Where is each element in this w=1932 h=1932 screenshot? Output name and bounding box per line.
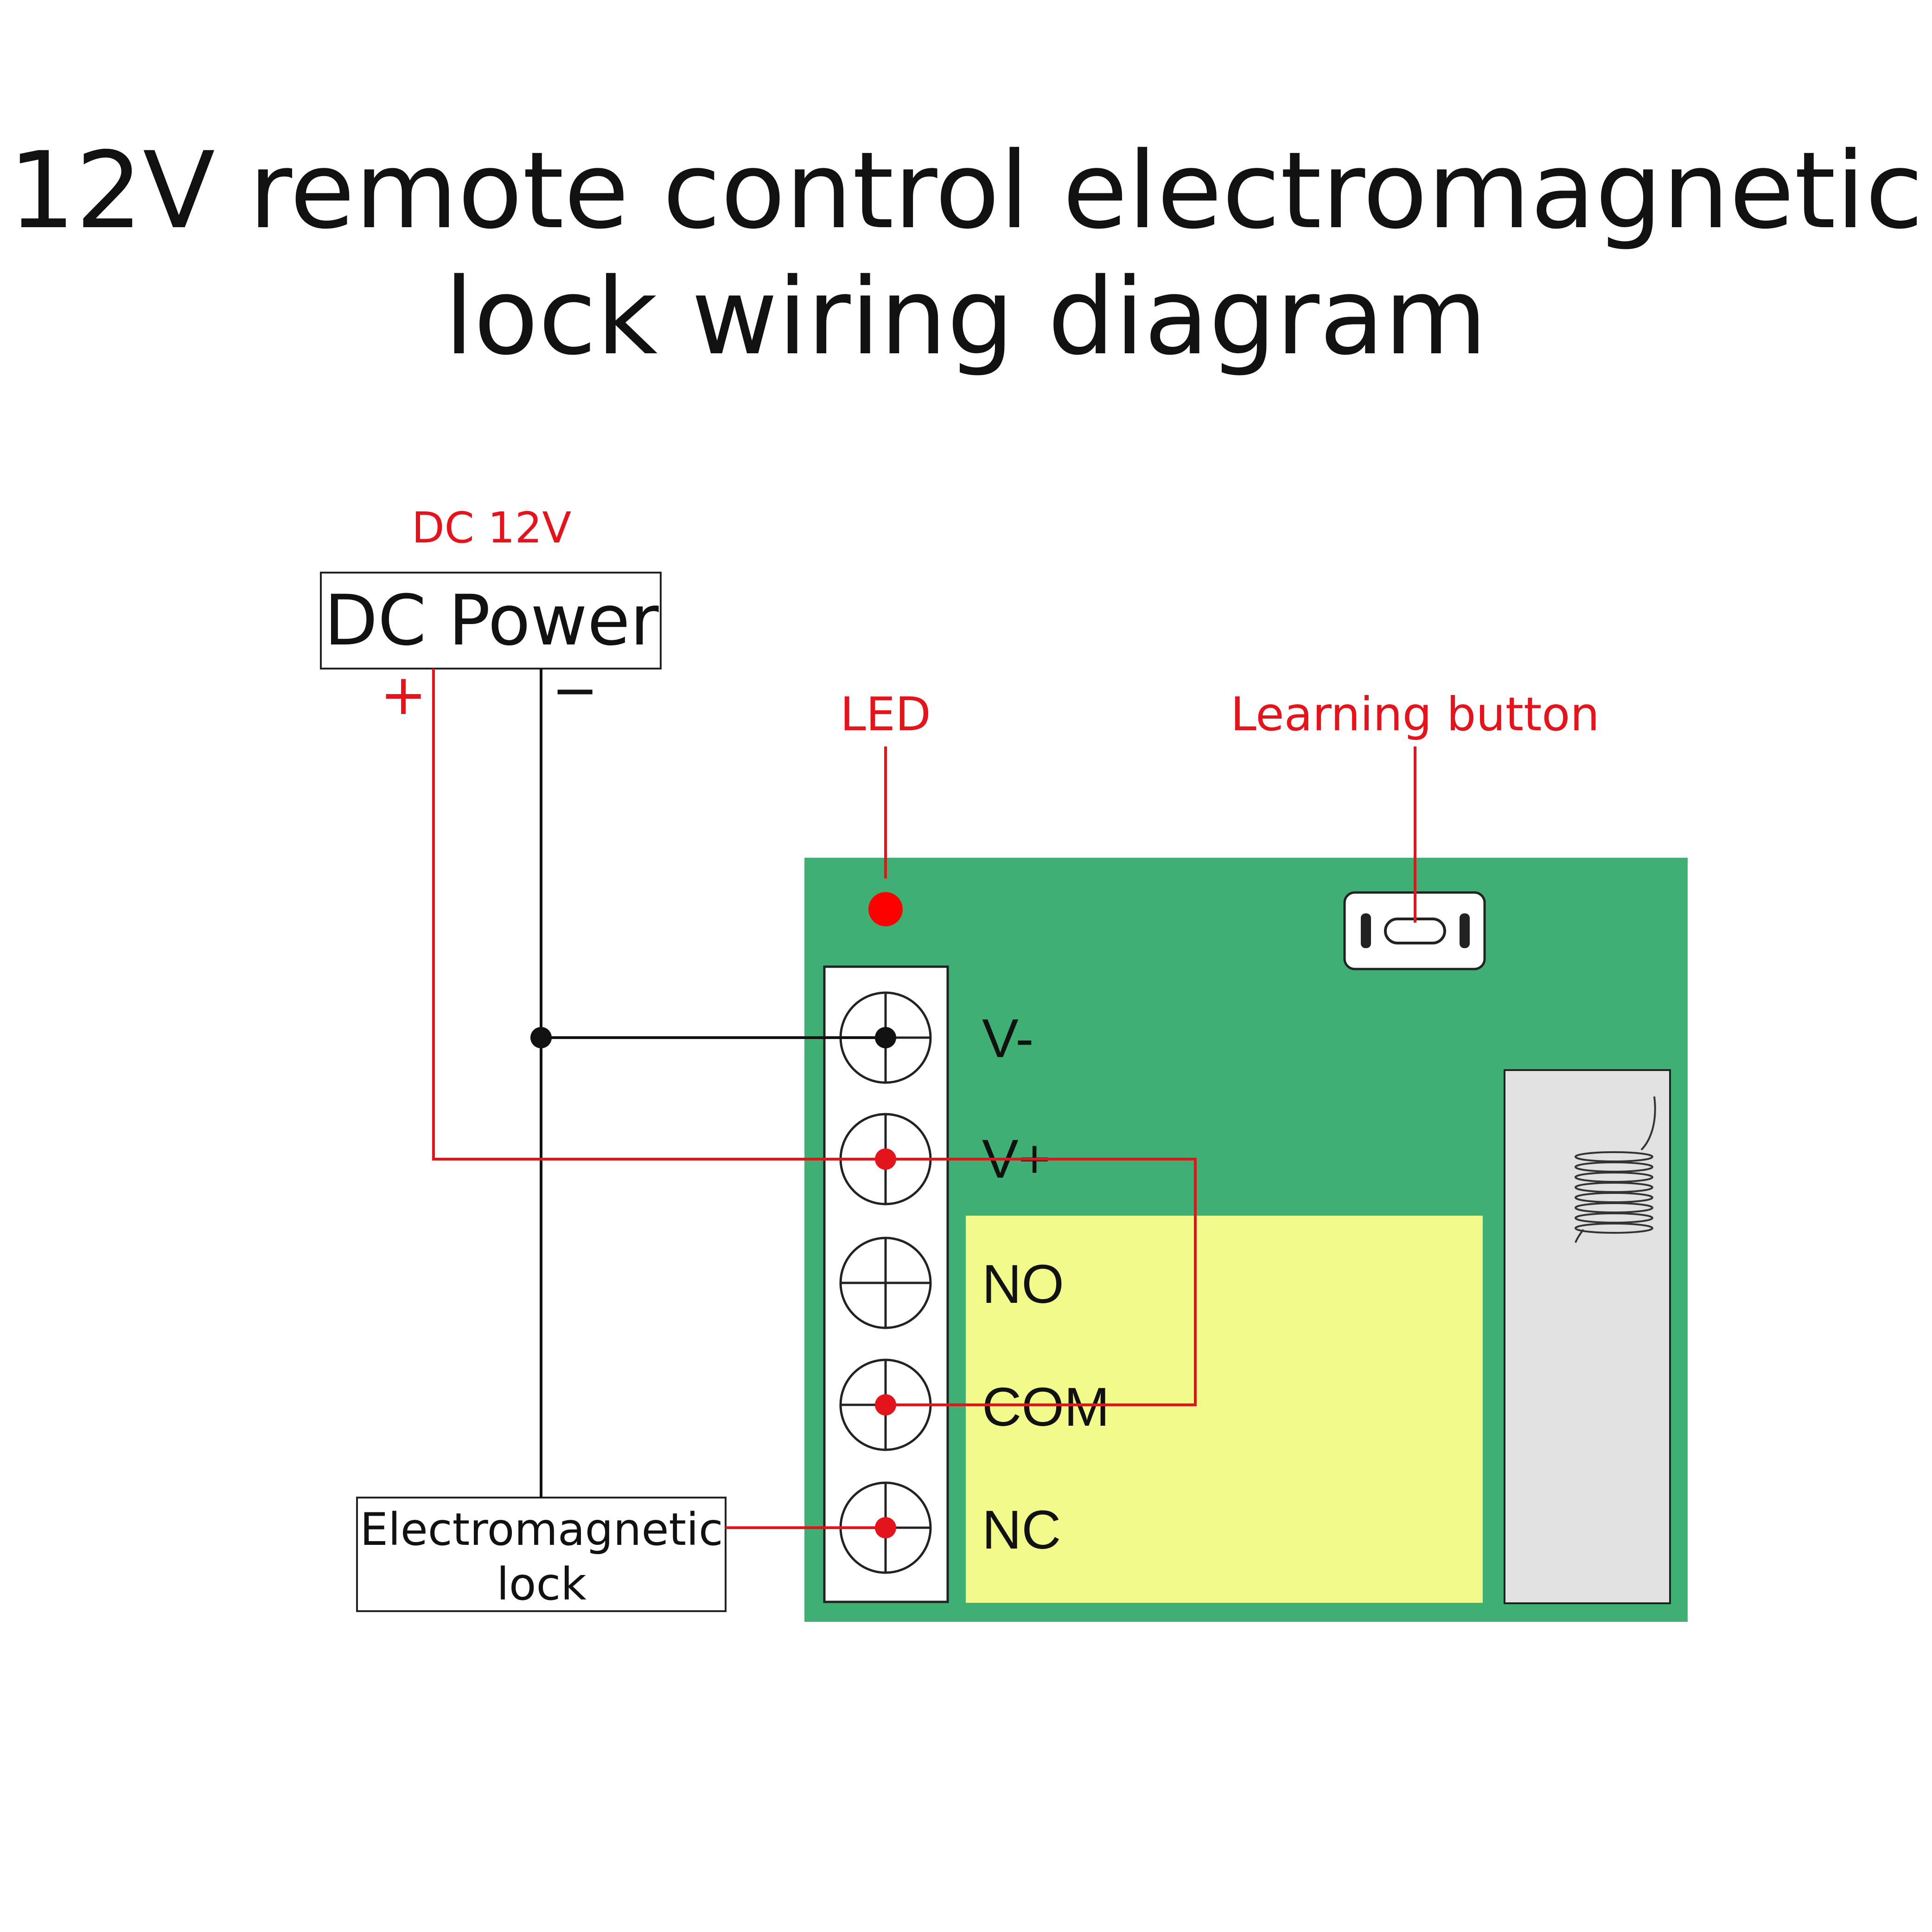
antenna-housing <box>1504 1069 1671 1604</box>
terminal-label-nc: NC <box>982 1499 1061 1561</box>
dc-power-box <box>320 572 662 670</box>
electromagnetic-lock-box <box>356 1497 727 1612</box>
terminal-label-no: NO <box>982 1254 1064 1315</box>
learning-button-left-slot <box>1361 913 1371 948</box>
junction-dot-v-minus <box>875 1027 896 1048</box>
terminal-label-com: COM <box>982 1377 1109 1438</box>
learning-button[interactable] <box>1343 891 1486 970</box>
dc-power-label: DC Power <box>324 580 659 661</box>
lock-label-line-1: Electromagnetic <box>360 1504 723 1556</box>
led-indicator <box>868 892 903 926</box>
learning-button-right-slot <box>1460 913 1470 948</box>
diagram-title-line-2: lock wiring diagram <box>444 255 1487 378</box>
antenna-coil-icon <box>1575 1096 1656 1243</box>
dc-voltage-label: DC 12V <box>412 503 571 553</box>
junction-dot-v-plus <box>875 1148 896 1170</box>
junction-dot-black-left <box>530 1027 552 1048</box>
junction-dot-nc <box>875 1517 896 1538</box>
junction-dot-com <box>875 1394 896 1416</box>
terminal-screw-no[interactable] <box>839 1237 932 1329</box>
lock-label-line-2: lock <box>497 1558 587 1610</box>
learning-button-label: Learning button <box>1231 687 1600 741</box>
terminal-label-v-minus: V- <box>982 1008 1034 1069</box>
dc-minus-label: − <box>552 658 599 723</box>
led-label: LED <box>840 687 931 741</box>
dc-plus-label: + <box>380 663 427 727</box>
red-positive-wire <box>432 669 1197 1406</box>
relay-area <box>966 1216 1483 1603</box>
diagram-title-line-1: 12V remote control electromagnetic <box>8 129 1923 252</box>
